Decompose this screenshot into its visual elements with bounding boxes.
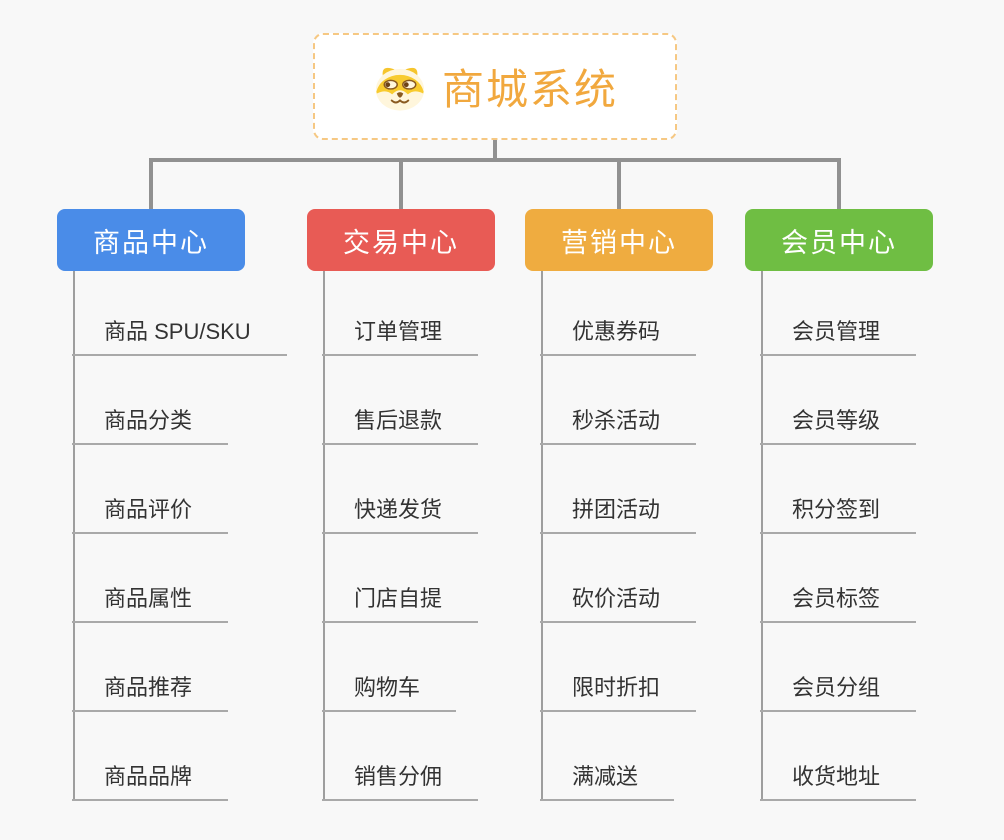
child-topic[interactable]: 会员管理	[760, 316, 917, 356]
child-topic[interactable]: 积分签到	[760, 494, 917, 534]
root-node[interactable]: 商城系统	[313, 33, 677, 140]
child-topic[interactable]: 会员等级	[760, 405, 917, 445]
child-topic[interactable]: 购物车	[322, 672, 457, 712]
child-topic[interactable]: 商品推荐	[72, 672, 229, 712]
connector-subtree-line	[323, 271, 325, 801]
child-topic[interactable]: 满减送	[540, 761, 675, 801]
child-topic[interactable]: 商品分类	[72, 405, 229, 445]
child-topic[interactable]: 收货地址	[760, 761, 917, 801]
branch-node-product-center[interactable]: 商品中心	[57, 209, 245, 271]
connector-subtree-line	[73, 271, 75, 801]
child-topic[interactable]: 销售分佣	[322, 761, 479, 801]
connector-horizontal-bus	[149, 158, 841, 162]
child-topic[interactable]: 优惠券码	[540, 316, 697, 356]
shiba-dog-icon	[372, 62, 428, 112]
child-topic[interactable]: 商品品牌	[72, 761, 229, 801]
child-topic[interactable]: 门店自提	[322, 583, 479, 623]
connector-root-drop	[493, 139, 497, 162]
branch-node-marketing-center[interactable]: 营销中心	[525, 209, 713, 271]
connector-drop-member	[837, 158, 841, 210]
child-topic[interactable]: 订单管理	[322, 316, 479, 356]
child-topic[interactable]: 快递发货	[322, 494, 479, 534]
child-topic[interactable]: 秒杀活动	[540, 405, 697, 445]
child-topic[interactable]: 商品评价	[72, 494, 229, 534]
child-topic[interactable]: 商品属性	[72, 583, 229, 623]
child-topic[interactable]: 限时折扣	[540, 672, 697, 712]
child-topic[interactable]: 商品 SPU/SKU	[72, 316, 287, 356]
branch-node-member-center[interactable]: 会员中心	[745, 209, 933, 271]
child-topic[interactable]: 会员分组	[760, 672, 917, 712]
root-title: 商城系统	[441, 66, 618, 113]
branch-node-trade-center[interactable]: 交易中心	[307, 209, 495, 271]
connector-drop-product	[149, 158, 153, 210]
connector-subtree-line	[541, 271, 543, 801]
child-topic[interactable]: 会员标签	[760, 583, 917, 623]
connector-drop-trade	[399, 158, 403, 210]
connector-drop-marketing	[617, 158, 621, 210]
connector-subtree-line	[761, 271, 763, 801]
child-topic[interactable]: 拼团活动	[540, 494, 697, 534]
child-topic[interactable]: 砍价活动	[540, 583, 697, 623]
child-topic[interactable]: 售后退款	[322, 405, 479, 445]
